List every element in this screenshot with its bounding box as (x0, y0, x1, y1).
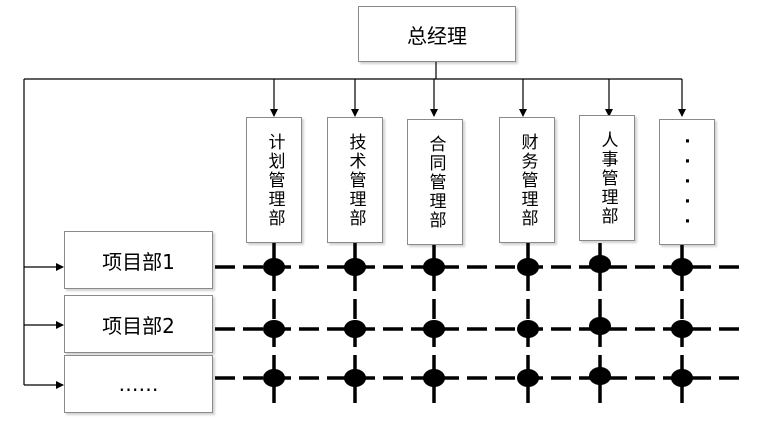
node (517, 320, 539, 338)
dept-plan-box: 计划管理部 (246, 117, 302, 243)
project-2-label: 项目部2 (102, 313, 175, 338)
dept-more-label: ····· (677, 132, 698, 232)
project-1-label: 项目部1 (102, 249, 175, 274)
dept-tech-label: 技术管理部 (345, 132, 366, 228)
dept-more-box: ····· (659, 119, 715, 245)
matrix-nodes (263, 255, 693, 387)
project-more-box: …… (64, 355, 213, 413)
node (423, 320, 445, 338)
dept-hr-label: 人事管理部 (597, 130, 618, 226)
node (423, 258, 445, 276)
dept-finance-label: 财务管理部 (517, 132, 538, 228)
node (517, 258, 539, 276)
matrix-horizontal-lines (215, 265, 745, 380)
dept-contract-box: 合同管理部 (407, 119, 463, 245)
node (589, 317, 611, 335)
general-manager-box: 总经理 (358, 6, 516, 62)
node (671, 320, 693, 338)
node (263, 320, 285, 338)
dept-tech-box: 技术管理部 (327, 117, 383, 243)
dept-finance-box: 财务管理部 (499, 117, 555, 243)
dept-plan-label: 计划管理部 (264, 132, 285, 228)
node (344, 369, 366, 387)
node (671, 258, 693, 276)
node (671, 369, 693, 387)
project-more-label: …… (118, 372, 159, 396)
node (344, 320, 366, 338)
node (517, 369, 539, 387)
node (263, 369, 285, 387)
node (423, 369, 445, 387)
node (344, 258, 366, 276)
project-1-box: 项目部1 (64, 231, 213, 289)
node (589, 367, 611, 385)
dept-hr-box: 人事管理部 (579, 115, 635, 241)
node (263, 258, 285, 276)
node (589, 255, 611, 273)
project-2-box: 项目部2 (64, 295, 213, 353)
general-manager-label: 总经理 (407, 23, 467, 48)
dept-contract-label: 合同管理部 (425, 134, 446, 230)
